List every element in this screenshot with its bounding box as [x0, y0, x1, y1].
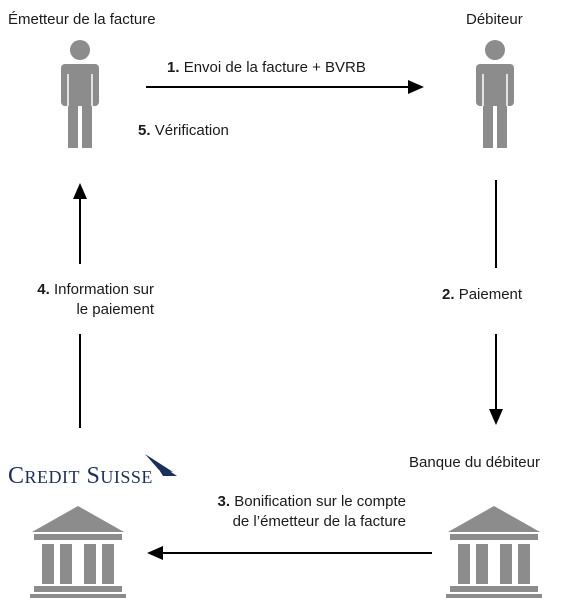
- debtor-bank-icon: [446, 506, 542, 598]
- credit-suisse-logo: CREDIT SUISSE: [8, 463, 153, 489]
- issuer-label: Émetteur de la facture: [8, 11, 156, 28]
- arrow-step-2: [489, 180, 503, 425]
- step-3-label: 3. Bonification sur le compte de l’émett…: [217, 493, 406, 530]
- arrow-step-4: [73, 183, 87, 428]
- arrow-step-3: [147, 546, 432, 560]
- issuer-person-icon: [61, 40, 99, 148]
- step-4-label: 4. Information sur le paiement: [37, 281, 154, 318]
- debtor-person-icon: [476, 40, 514, 148]
- debtor-bank-label: Banque du débiteur: [409, 454, 540, 471]
- arrow-step-1: [146, 80, 424, 94]
- step-2-label: 2. Paiement: [442, 286, 523, 303]
- sails-logo-icon: [145, 454, 177, 476]
- debtor-label: Débiteur: [466, 11, 523, 28]
- step-5-label: 5. Vérification: [138, 122, 229, 139]
- step-1-label: 1. Envoi de la facture + BVRB: [167, 59, 366, 76]
- credit-suisse-bank-icon: [30, 506, 126, 598]
